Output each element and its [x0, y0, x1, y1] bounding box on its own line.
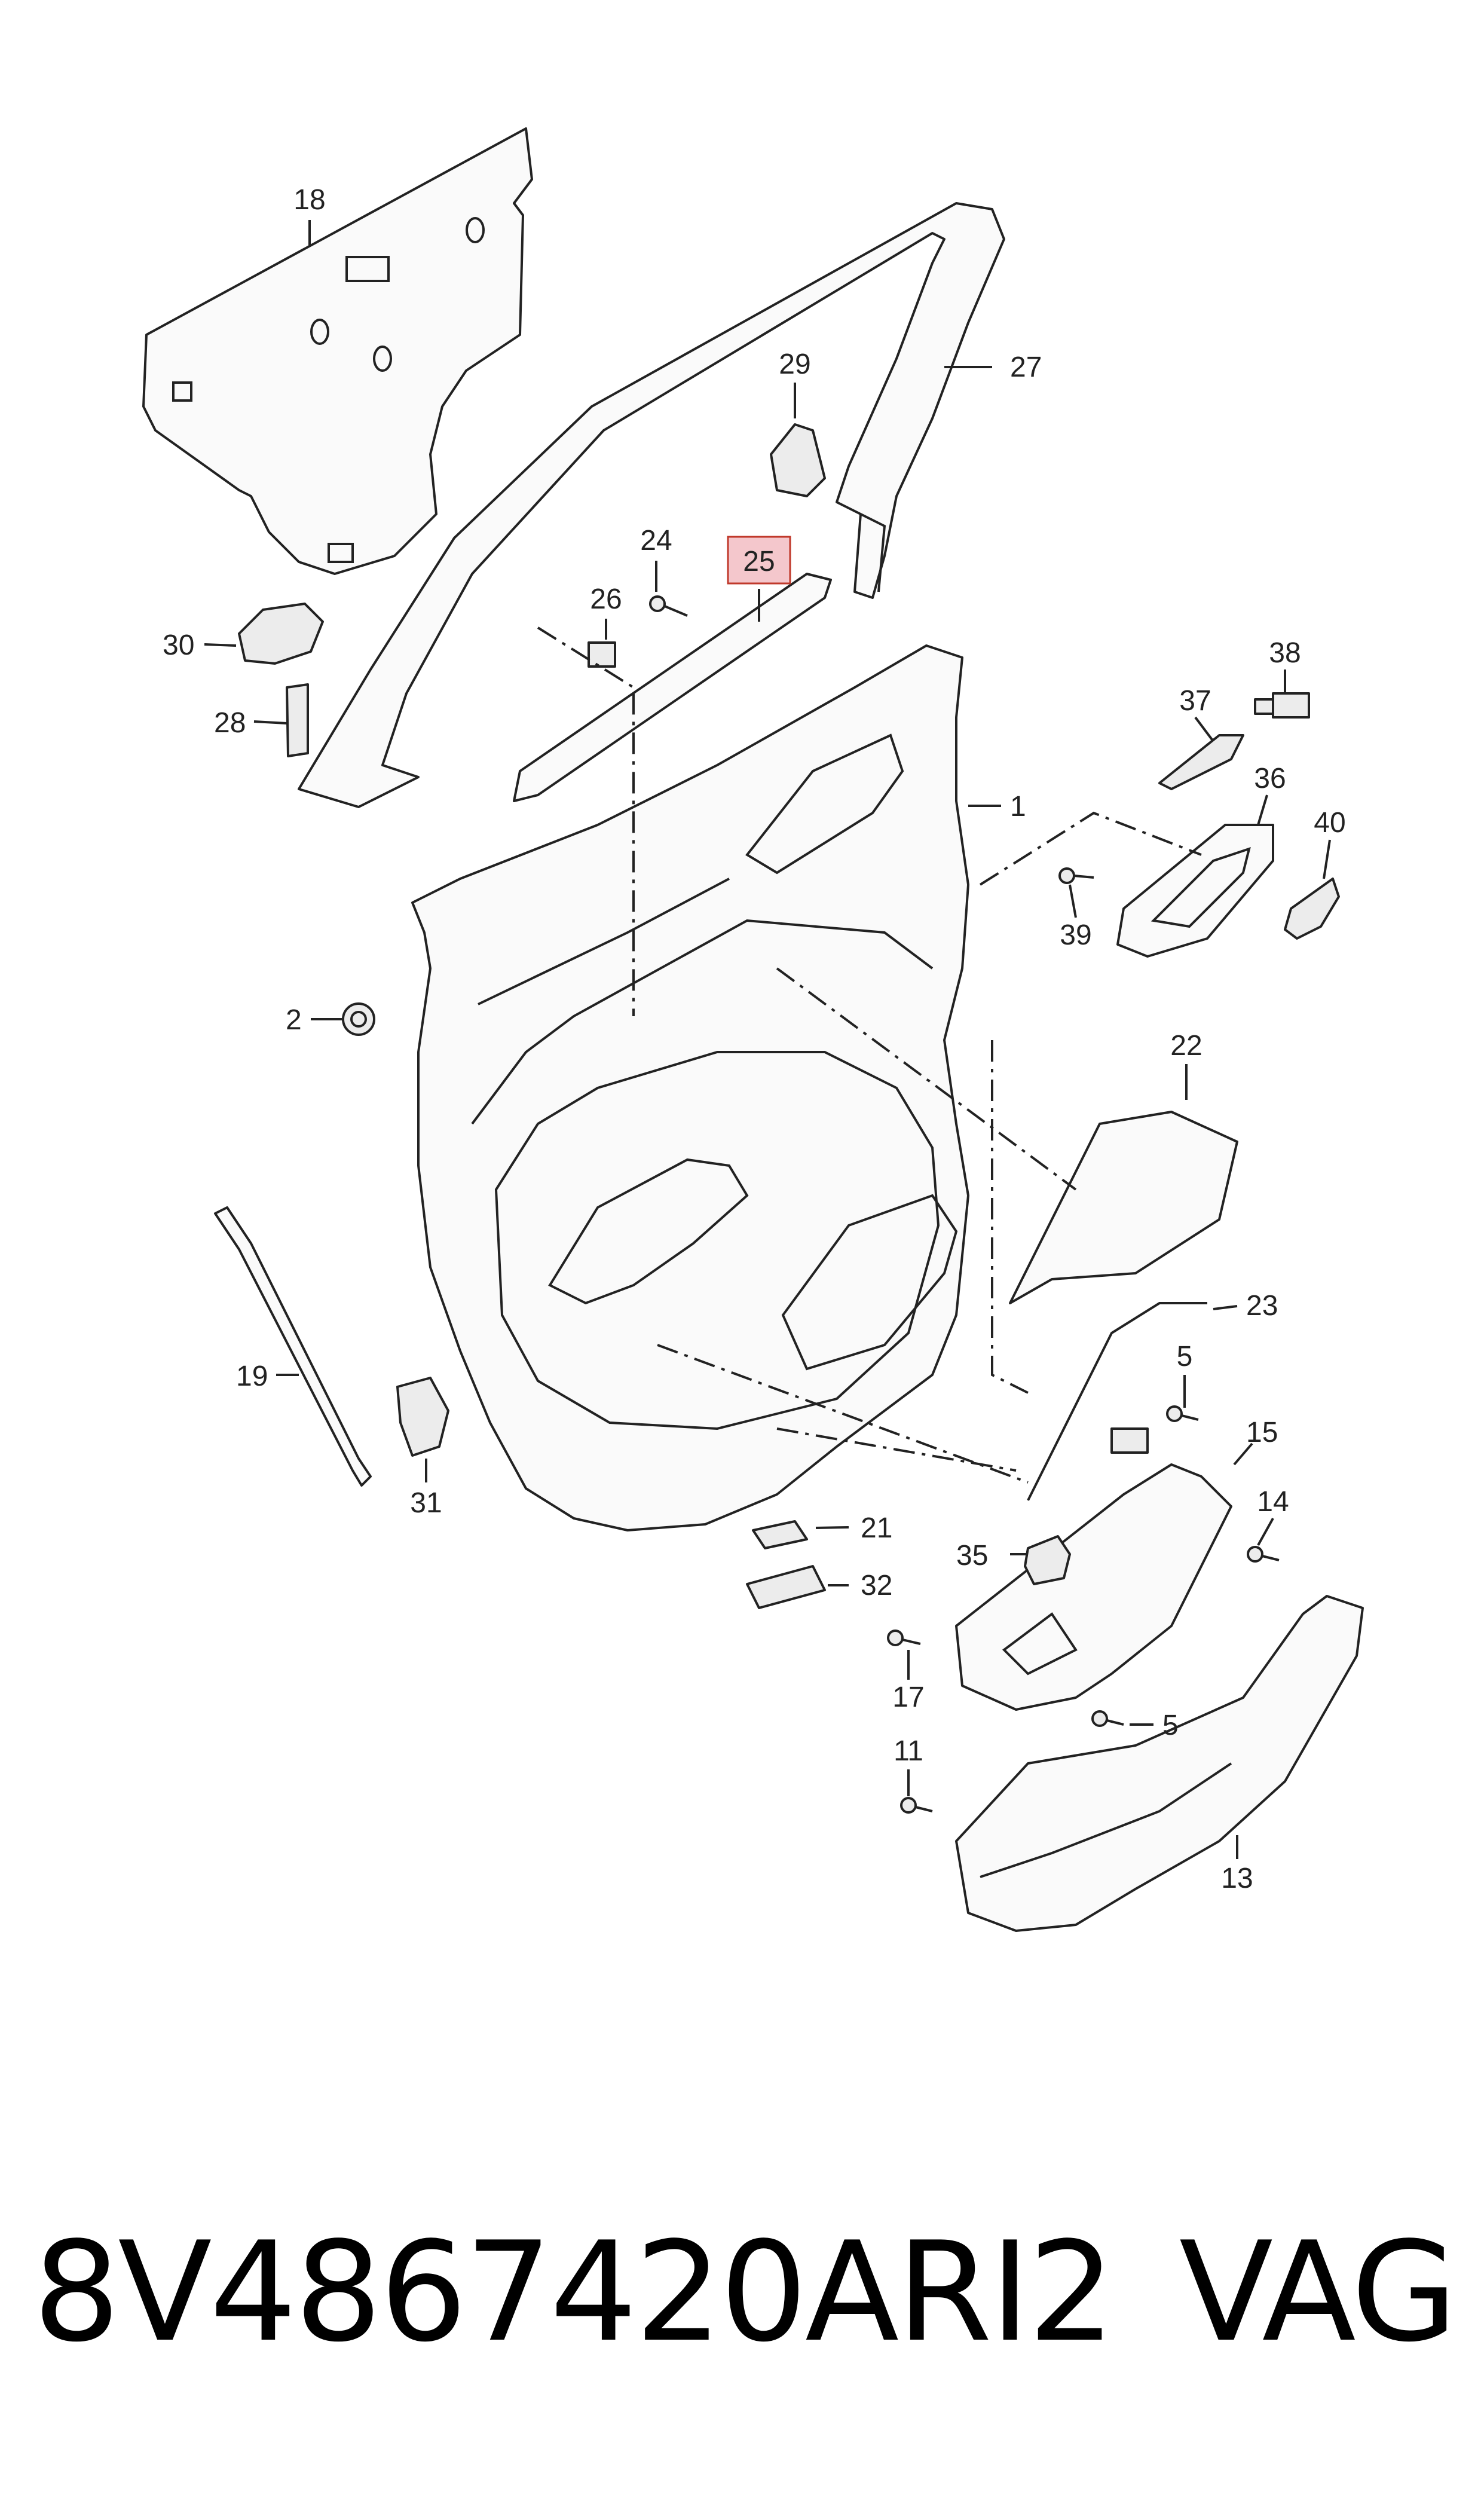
part-25-trim-strip	[513, 573, 832, 802]
part-19-seal-strip	[214, 1206, 372, 1487]
part-31-connector	[396, 1377, 449, 1457]
part-28-insert	[286, 683, 309, 757]
brand-name: VAG	[1179, 2212, 1458, 2373]
part-13-armrest-cover	[955, 1595, 1364, 1932]
part-14-screw	[1247, 1546, 1280, 1563]
part-15-armrest-carrier	[955, 1427, 1232, 1711]
callout-24: 24	[640, 525, 672, 557]
callout-1: 1	[1010, 791, 1026, 823]
part-32-cover	[746, 1565, 826, 1609]
part-27-window-frame-trim	[298, 202, 1005, 808]
callout-17: 17	[892, 1682, 924, 1713]
part-35-switch	[1024, 1535, 1071, 1585]
callout-40: 40	[1314, 807, 1345, 839]
assembly-guide-lines	[537, 626, 1202, 1484]
part-number-footer: 8V4867420ARI2 VAG	[33, 2212, 1458, 2373]
callout-21: 21	[861, 1512, 892, 1544]
part-39-screw	[1058, 867, 1094, 884]
callout-18: 18	[293, 184, 325, 216]
part-21-pad	[752, 1520, 808, 1549]
callout-36: 36	[1254, 763, 1286, 794]
part-40-bracket	[1284, 878, 1340, 940]
part-18-sound-insulation	[142, 127, 533, 575]
part-36-door-handle	[1116, 824, 1274, 958]
part-17-screw	[887, 1630, 921, 1646]
part-30-bracket	[238, 603, 324, 665]
part-5-screw-upper	[1166, 1405, 1199, 1422]
callouts: 18 27 29 25 24 26 30 28 1 2 22 23 19 31 …	[163, 184, 1346, 1894]
callout-5-upper: 5	[1177, 1341, 1193, 1372]
part-number: 8V4867420ARI2	[33, 2212, 1115, 2373]
part-5-screw-lower	[1091, 1710, 1124, 1727]
callout-37: 37	[1179, 685, 1211, 717]
callout-38: 38	[1269, 637, 1301, 669]
part-24-screw	[649, 595, 688, 617]
callout-31: 31	[410, 1487, 442, 1519]
part-23-rod	[1027, 1302, 1207, 1501]
part-11-screw	[900, 1797, 933, 1814]
callout-15: 15	[1246, 1417, 1278, 1448]
callout-30: 30	[163, 629, 194, 661]
callout-14: 14	[1257, 1486, 1289, 1518]
callout-25: 25	[743, 546, 775, 577]
part-38-plug	[1254, 692, 1310, 719]
callout-13: 13	[1221, 1863, 1253, 1894]
part-29-corner-piece	[770, 423, 826, 497]
callout-32: 32	[861, 1570, 892, 1601]
part-2-grommet	[342, 1002, 375, 1036]
part-37-handle-clip	[1158, 734, 1244, 790]
callout-11: 11	[894, 1735, 923, 1767]
callout-27: 27	[1010, 351, 1042, 383]
callout-5-lower: 5	[1162, 1710, 1179, 1741]
callout-23: 23	[1246, 1290, 1278, 1322]
parts-diagram: 18 27 29 25 24 26 30 28 1 2 22 23 19 31 …	[142, 127, 1364, 1932]
callout-25-highlight: 25	[727, 536, 791, 585]
part-26-clip	[588, 641, 616, 668]
callout-22: 22	[1170, 1030, 1202, 1062]
callout-28: 28	[214, 707, 246, 739]
callout-19: 19	[236, 1361, 268, 1392]
callout-39: 39	[1060, 919, 1091, 951]
callout-29: 29	[779, 348, 810, 380]
callout-35: 35	[956, 1540, 988, 1572]
part-22-trim-piece	[1009, 1111, 1238, 1304]
leader-lines	[204, 220, 1331, 1859]
callout-2: 2	[286, 1004, 302, 1036]
callout-26: 26	[590, 583, 622, 615]
part-1-door-trim-panel	[411, 644, 969, 1531]
